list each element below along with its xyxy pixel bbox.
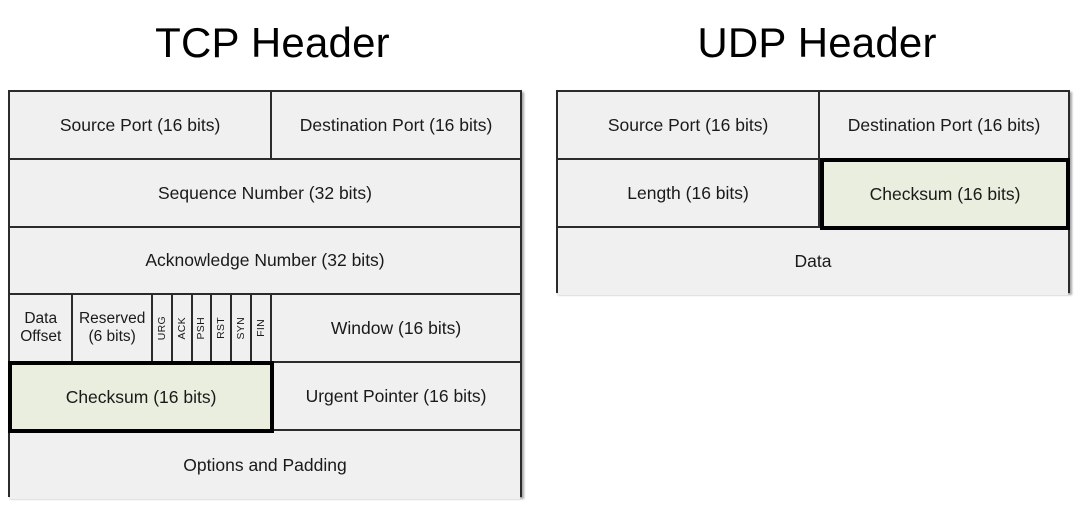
tcp-field-checksum: Checksum (16 bits) xyxy=(8,361,275,433)
tcp-flag-rst-label: RST xyxy=(215,317,228,340)
udp-row-data: Data xyxy=(558,227,1068,296)
tcp-field-reserved: Reserved (6 bits) xyxy=(73,295,153,364)
udp-field-checksum: Checksum (16 bits) xyxy=(820,157,1070,230)
tcp-flag-rst: RST xyxy=(212,295,233,364)
udp-row-ports: Source Port (16 bits) Destination Port (… xyxy=(558,92,1068,160)
tcp-field-data-offset-line1: Data xyxy=(24,310,58,328)
tcp-flag-syn: SYN xyxy=(232,295,253,364)
tcp-row-ports: Source Port (16 bits) Destination Port (… xyxy=(10,92,520,160)
udp-row-length-checksum: Length (16 bits) Checksum (16 bits) xyxy=(558,157,1070,230)
udp-field-source-port: Source Port (16 bits) xyxy=(558,92,821,160)
tcp-field-source-port: Source Port (16 bits) xyxy=(10,92,273,160)
tcp-field-data-offset: Data Offset xyxy=(10,295,74,364)
tcp-flag-urg: URG xyxy=(152,295,173,364)
tcp-row-sequence-number: Sequence Number (32 bits) xyxy=(10,159,520,228)
tcp-field-urgent-pointer: Urgent Pointer (16 bits) xyxy=(272,363,520,431)
tcp-row-options-padding: Options and Padding xyxy=(10,431,520,499)
tcp-field-destination-port: Destination Port (16 bits) xyxy=(272,92,520,160)
udp-header-table: Source Port (16 bits) Destination Port (… xyxy=(556,90,1070,296)
tcp-flag-urg-label: URG xyxy=(155,316,168,341)
tcp-flag-fin: FIN xyxy=(252,295,272,364)
tcp-row-offset-flags-window: Data Offset Reserved (6 bits) URG ACK PS… xyxy=(10,295,520,364)
udp-field-length: Length (16 bits) xyxy=(558,159,821,228)
tcp-header-table: Source Port (16 bits) Destination Port (… xyxy=(8,90,522,499)
tcp-row-checksum-urgent: Urgent Pointer (16 bits) Checksum (16 bi… xyxy=(8,361,520,433)
tcp-field-acknowledge-number: Acknowledge Number (32 bits) xyxy=(10,227,520,296)
tcp-row-acknowledge-number: Acknowledge Number (32 bits) xyxy=(10,227,520,296)
tcp-flag-psh: PSH xyxy=(192,295,213,364)
tcp-field-window: Window (16 bits) xyxy=(272,295,520,364)
tcp-flag-psh-label: PSH xyxy=(195,317,208,340)
tcp-header-title: TCP Header xyxy=(155,19,390,66)
tcp-field-data-offset-line2: Offset xyxy=(20,328,62,346)
tcp-flag-ack-label: ACK xyxy=(175,317,188,340)
tcp-flag-ack: ACK xyxy=(172,295,193,364)
udp-field-data: Data xyxy=(558,227,1068,296)
tcp-flag-fin-label: FIN xyxy=(255,319,267,338)
tcp-flag-syn-label: SYN xyxy=(235,317,248,340)
udp-field-destination-port: Destination Port (16 bits) xyxy=(820,92,1068,160)
udp-header-title: UDP Header xyxy=(697,19,937,66)
tcp-field-sequence-number: Sequence Number (32 bits) xyxy=(10,159,520,228)
tcp-field-reserved-line1: Reserved xyxy=(78,310,146,328)
tcp-field-options-and-padding: Options and Padding xyxy=(10,431,520,499)
tcp-field-reserved-line2: (6 bits) xyxy=(88,328,136,346)
